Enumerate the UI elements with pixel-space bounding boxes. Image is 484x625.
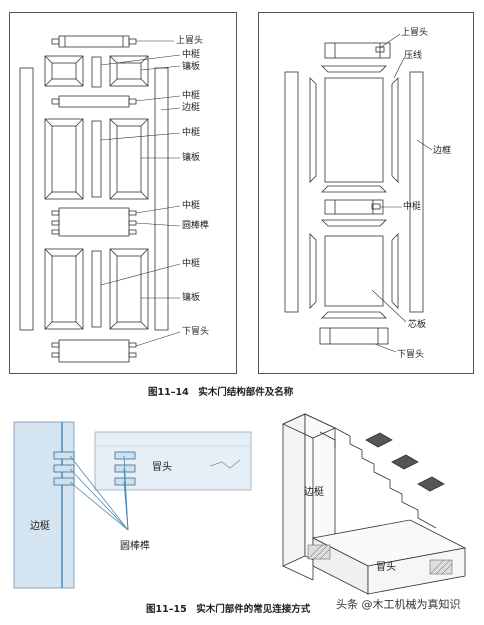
label-top-rail: 上冒头 (176, 36, 204, 46)
label-fig15-dowel: 圆棒榫 (120, 541, 150, 552)
label-right-side-frame: 边框 (433, 146, 452, 156)
label-fig15-right-rail: 冒头 (376, 562, 396, 573)
label-fig15-stile: 边梃 (30, 521, 50, 532)
upper-panels-drawing (44, 55, 149, 88)
label-right-bottom-rail: 下冒头 (397, 350, 425, 360)
left-stile-drawing (19, 67, 34, 331)
label-mid-rail-1: 中梃 (182, 91, 201, 101)
label-side-stile: 边梃 (182, 103, 201, 113)
right-upper-core-drawing (324, 77, 384, 183)
right-leaders (371, 33, 433, 353)
watermark: 头条 @木工机械为真知识 (336, 598, 461, 611)
label-panel-2: 镶板 (182, 153, 201, 163)
label-right-top-rail: 上冒头 (401, 28, 429, 38)
label-right-core-panel: 芯板 (408, 320, 427, 330)
label-right-bead: 压线 (404, 51, 423, 61)
label-panel-3: 镶板 (182, 293, 201, 303)
right-lower-core-drawing (324, 235, 384, 307)
lower-panels-drawing (44, 248, 149, 330)
mid-rail-1-drawing (51, 95, 137, 108)
middle-panels-drawing (44, 118, 149, 200)
label-bottom-rail: 下冒头 (182, 327, 210, 337)
fig15-right-drawing (282, 413, 467, 595)
bottom-rail-drawing (51, 339, 137, 363)
right-stile-drawing (154, 67, 169, 331)
fig15-left-drawing (13, 421, 252, 589)
top-rail-drawing (51, 35, 137, 48)
label-dowel: 圆棒榫 (182, 221, 210, 231)
caption-fig-11-15: 图11–15 实木门部件的常见连接方式 (146, 604, 311, 615)
mid-rail-2-drawing (51, 207, 137, 237)
label-fig15-right-stile: 边梃 (304, 487, 324, 498)
label-mid-stile-1: 中梃 (182, 50, 201, 60)
right-right-frame-drawing (409, 71, 424, 313)
label-mid-stile-3: 中梃 (182, 259, 201, 269)
label-right-mid-rail: 中梃 (403, 202, 422, 212)
right-mid-rail-drawing (324, 199, 384, 215)
right-bottom-rail-drawing (319, 327, 389, 345)
left-leaders (100, 40, 181, 347)
right-top-rail-drawing (324, 42, 391, 59)
label-fig15-rail: 冒头 (152, 462, 172, 473)
label-mid-rail-2: 中梃 (182, 201, 201, 211)
right-beads-drawing (309, 65, 399, 319)
right-left-frame-drawing (284, 71, 299, 313)
fig14-left-panel (9, 12, 237, 374)
caption-fig-11-14: 图11–14 实木门结构部件及名称 (148, 387, 294, 398)
label-mid-stile-2: 中梃 (182, 128, 201, 138)
label-panel-1: 镶板 (182, 62, 201, 72)
